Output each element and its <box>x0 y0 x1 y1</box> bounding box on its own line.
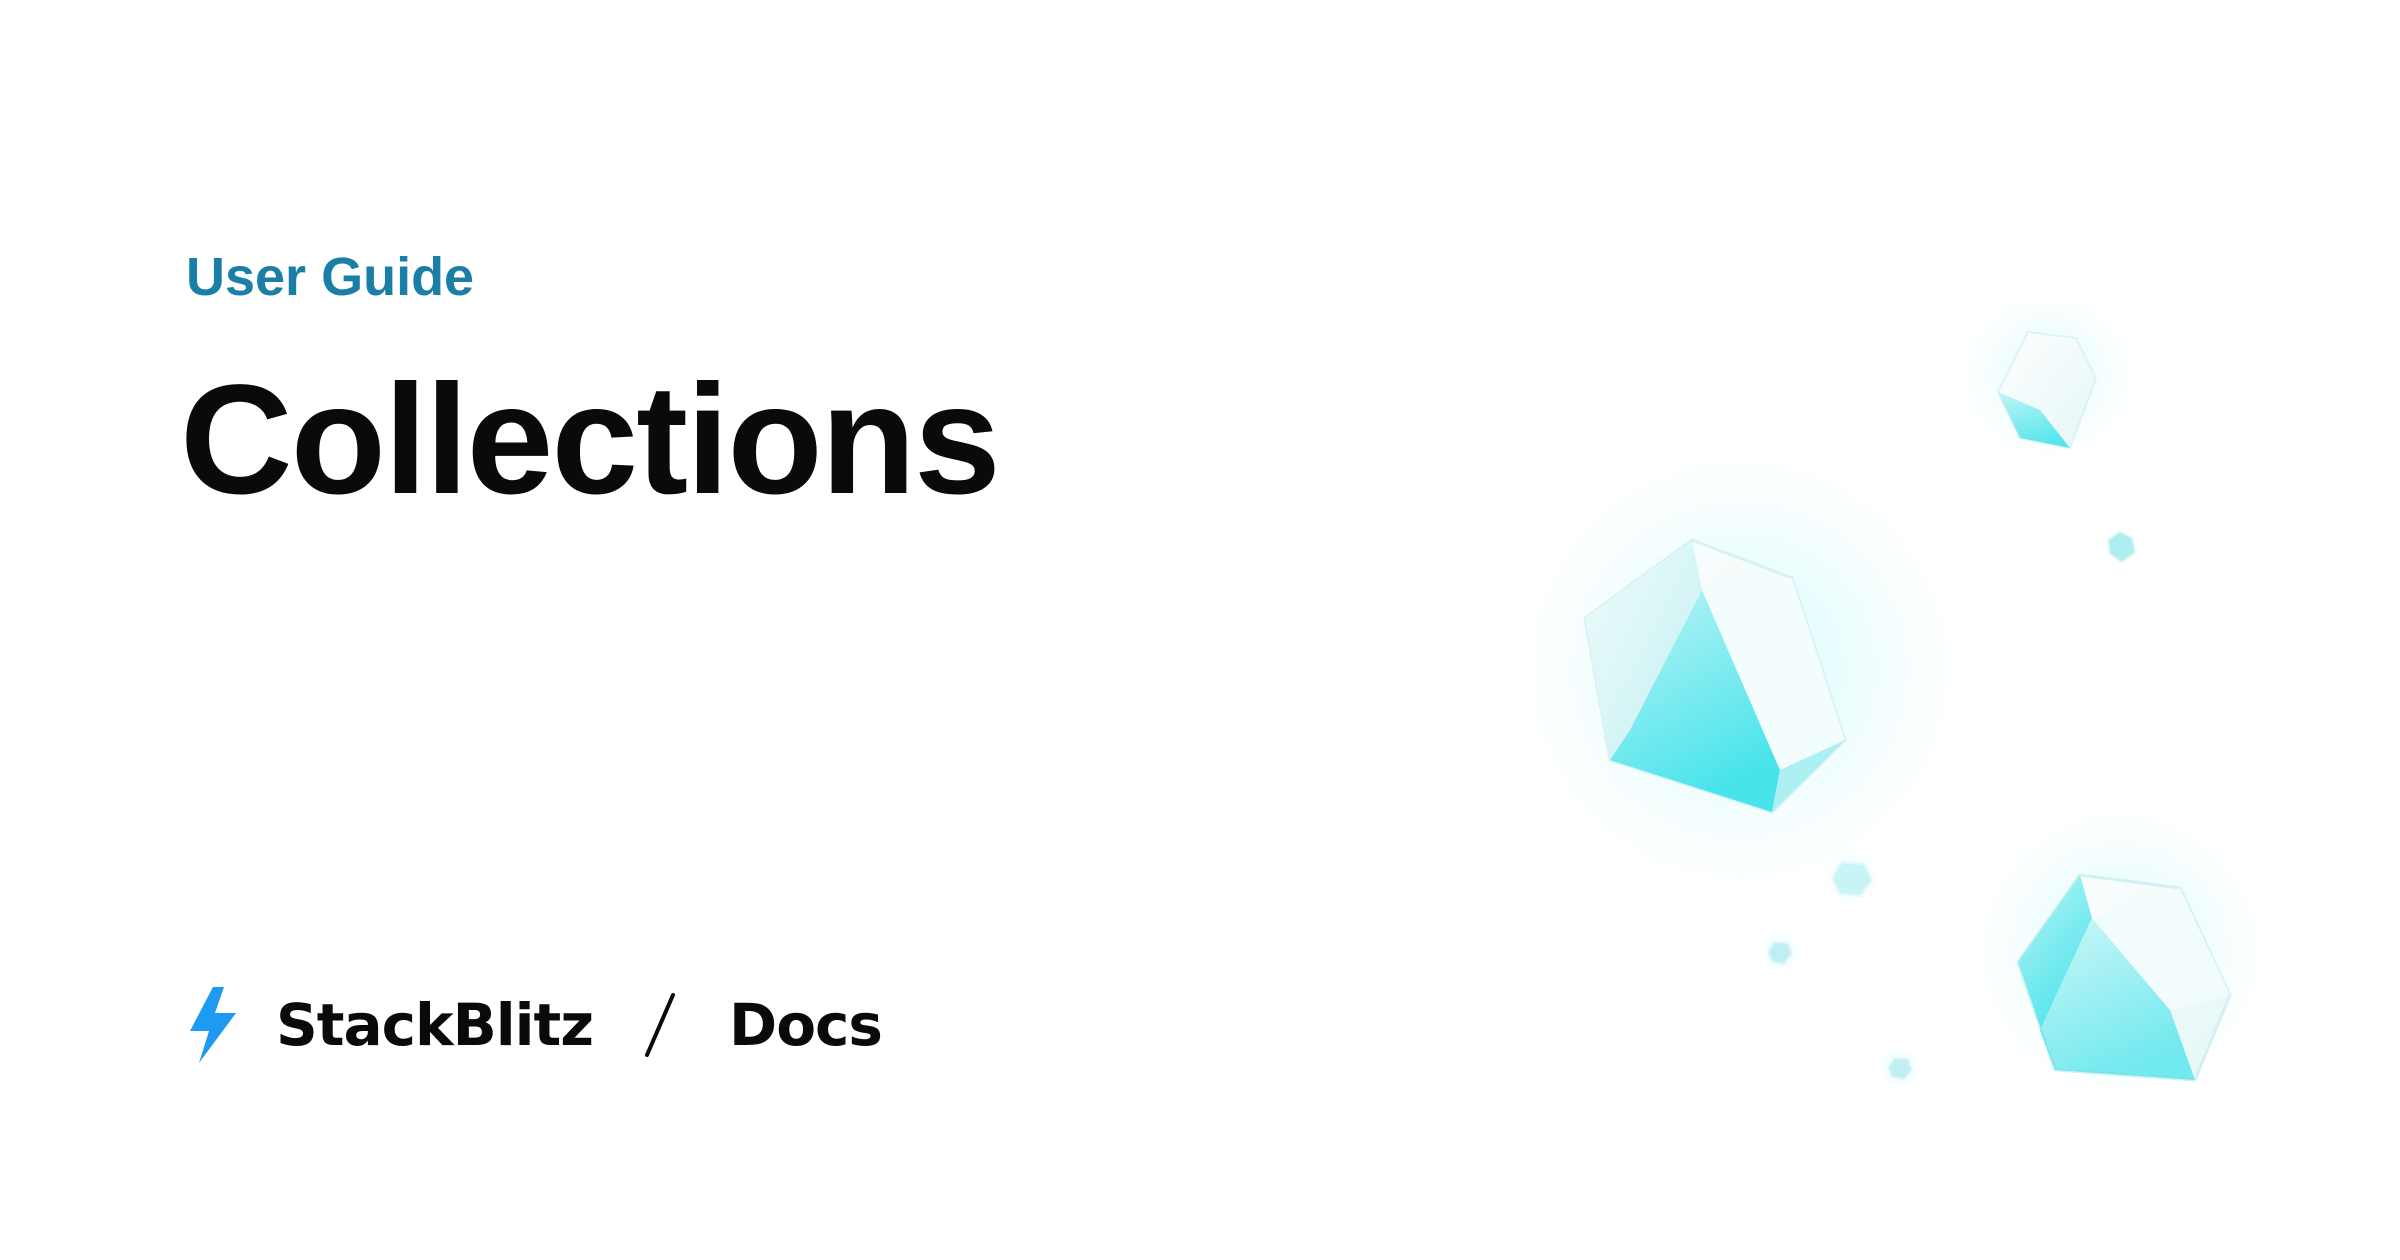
crystal-fragment <box>1758 930 1802 974</box>
lightning-bolt-icon <box>190 987 236 1063</box>
breadcrumb-separator <box>645 993 676 1057</box>
crystal-gems-illustration <box>1495 300 2280 1112</box>
crystal-fragment <box>1878 1046 1922 1090</box>
crystal-fragment <box>1822 848 1882 908</box>
page-title: Collections <box>180 353 1001 527</box>
category-label: User Guide <box>186 247 475 307</box>
section-name: Docs <box>729 991 883 1059</box>
brand-name: StackBlitz <box>276 991 594 1059</box>
crystal-gem-medium <box>1960 792 2280 1112</box>
crystal-gem-large <box>1495 425 1985 915</box>
brand-footer: StackBlitz Docs <box>186 985 883 1065</box>
crystal-gem-small <box>1953 300 2143 470</box>
crystal-fragment <box>2106 530 2137 564</box>
